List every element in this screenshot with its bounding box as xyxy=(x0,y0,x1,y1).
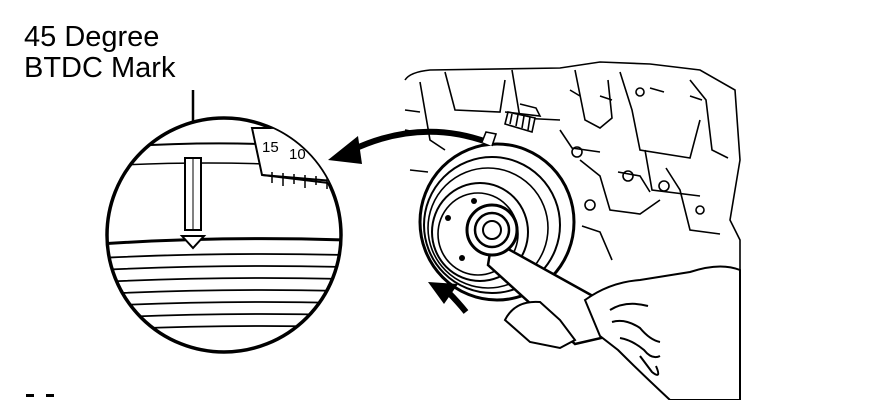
engine-block xyxy=(404,61,741,290)
scale-mark-10: 10 xyxy=(289,146,306,163)
mark-label-line2: BTDC Mark xyxy=(24,52,176,84)
mark-label-line1: 45 Degree xyxy=(24,21,160,53)
mark-label: 45 Degree BTDC Mark xyxy=(24,22,175,84)
scale-mark-15: 15 xyxy=(262,139,279,156)
btdc-mark-bar xyxy=(179,157,207,250)
hands xyxy=(503,265,741,400)
wrench-tool xyxy=(465,203,612,346)
edge-fragment-marks xyxy=(26,394,54,397)
magnified-detail-view: 15 10 xyxy=(105,116,343,354)
detail-pointer-arrow xyxy=(328,128,489,164)
rotation-direction-arrow xyxy=(428,282,469,314)
